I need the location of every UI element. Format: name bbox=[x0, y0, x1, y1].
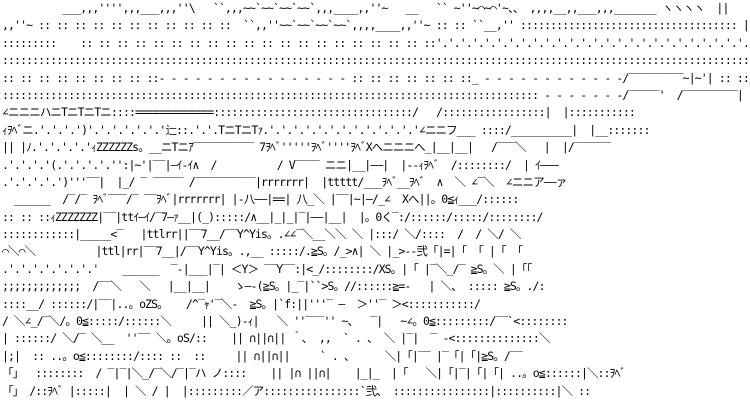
art-line: ___,,,'''',,,___,,,''\ ``,,,~~`~~`~~`~~`… bbox=[2, 1, 729, 15]
art-line: ::::::::::::::::::::::::::::::::::::::::… bbox=[2, 53, 750, 68]
art-line: ｨｦﾍﾞニ.'.'.'.')'.'.'.'.'.'.'辷::.'.'.TニTニT… bbox=[2, 122, 650, 137]
art-line: / ＼∠_/‾＼/。0≦:::::/::::::＼ || ＼_)-ｨ| ＼ ''… bbox=[2, 314, 568, 329]
art-line: ⌒＼⌒＼ |ttl|rr|‾‾7__|/‾‾Y^Yis。.,__ :::::/.… bbox=[2, 244, 523, 259]
art-line: ::::::::::::::::::::::::::::::::::::::::… bbox=[2, 87, 744, 102]
art-line: :: :: ::ｨZZZZZZZ|‾‾|ttｲ―ｲ/‾7―ｧ__|(_)::::… bbox=[2, 209, 543, 224]
art-line: || |ﾉ.'.'.'.'.'ｨZZZZZZs。__ニTニｱ‾‾‾‾‾‾‾‾‾‾… bbox=[2, 140, 611, 155]
art-line: .'.'.'.'(.'.'.'.'.'':|~'|‾‾|―ｲ-ｲ∧ / / V‾… bbox=[2, 157, 559, 172]
art-line: :: :: :: :: :: :: :: :: ::- - - - - - - … bbox=[2, 70, 750, 85]
art-line: ;;;;;;;;;;;;; /‾‾＼ ＼ |__|__| ゝ―-(≧S。|_‾|… bbox=[2, 279, 545, 294]
art-line: | ::::::/ ＼/‾ ＼__ ''‾‾ ＼。oS/:: || ∩||∩||… bbox=[2, 331, 550, 346]
art-line: .'.'.'.'.'.'.'.' ______ ‾-|___|‾| ＜Y＞ ‾‾… bbox=[2, 261, 532, 276]
art-line: ::::::::::::|_____<‾ |ttlrr||‾‾7__/‾‾Y^Y… bbox=[2, 227, 521, 242]
art-line: ,,''~ :: :: :: :: :: :: :: :: :: :: :: `… bbox=[2, 18, 750, 33]
art-line: 「」 :::::::: / ‾|‾|＼_/‾＼/‾|‾ハ ノ:::: || |∩… bbox=[2, 366, 626, 381]
art-line: ::::::::: :: :: :: :: :: :: :: :: :: :: … bbox=[2, 35, 750, 50]
art-line: ______ /‾/‾ ｦﾍﾞ‾‾‾/‾ ‾‾ｦﾍﾞ|rrrrrrr| |-八―… bbox=[2, 192, 519, 207]
art-line: ∠ニニニハニTニTニTニ::::=============:::::::::::… bbox=[2, 105, 636, 120]
art-line: .'.'.'.'.')'''‾‾| |_/ ‾ ‾‾‾‾‾ /‾‾‾‾‾‾‾‾‾… bbox=[2, 174, 567, 189]
art-line: 「」 /::ｦﾍﾞ |:::::| | ＼ / | |:::::::::／ア::… bbox=[2, 383, 591, 398]
art-line: |;| :: ..。o≦::::::::/:::: :: :: || ∩||∩|… bbox=[2, 348, 523, 363]
art-line: ::::__/ ::::::/|‾‾|..。oZS。 /^‾ｬ'‾＼- ≧S。|… bbox=[2, 296, 481, 311]
